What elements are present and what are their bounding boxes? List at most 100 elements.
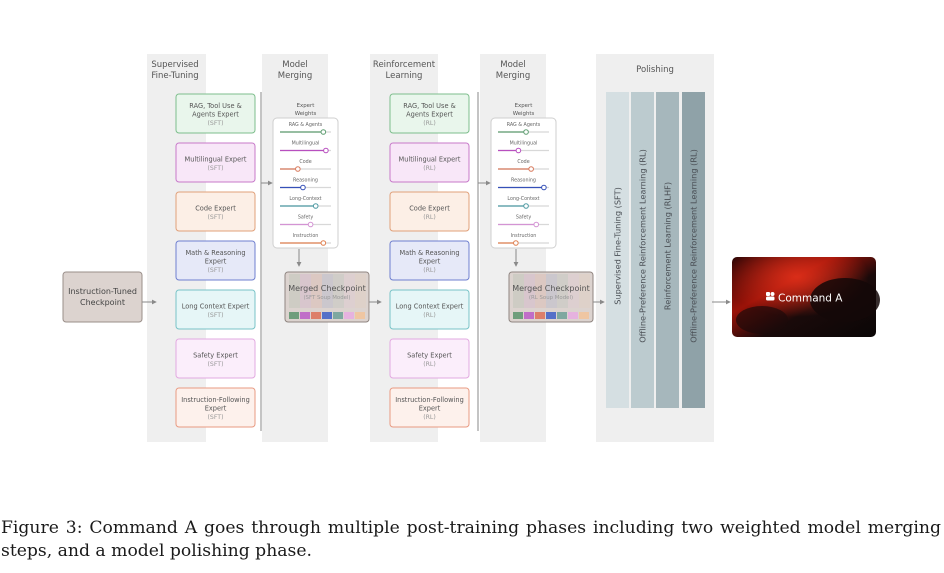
expert-name-line: Multilingual Expert: [185, 155, 247, 163]
merged-swatch: [322, 312, 332, 319]
merged-swatch: [579, 312, 589, 319]
weight-label: Instruction: [293, 233, 319, 239]
weight-label: Long-Context: [507, 196, 539, 202]
expert-tag: (SFT): [208, 120, 224, 127]
merged-checkpoint-sft: Merged Checkpoint (SFT Soup Model): [284, 271, 370, 323]
expert-name-line: Long Context Expert: [396, 302, 464, 310]
expert-name-line: Expert: [419, 258, 441, 266]
expert-tag: (SFT): [208, 267, 224, 274]
instruction-tuned-checkpoint-box: Instruction-Tuned Checkpoint: [62, 271, 143, 323]
weight-slider-knob: [533, 221, 540, 228]
sft-experts-box-0: RAG, Tool Use &Agents Expert(SFT): [175, 93, 256, 134]
stage-label-merge2-1: Model: [500, 60, 526, 70]
polish-step-label: Reinforcement Learning (RLHF): [663, 182, 673, 310]
sft-experts-box-4: Long Context Expert(SFT): [175, 289, 256, 330]
polish-step-label: Supervised Fine-Tuning (SFT): [613, 187, 623, 305]
merged-swatch: [355, 312, 365, 319]
expert-name-line: RAG, Tool Use &: [403, 102, 455, 110]
polish-step-label: Offline-Preference Reinforcement Learnin…: [638, 149, 648, 343]
weight-label: Multilingual: [510, 141, 538, 147]
weight-slider-knob: [523, 129, 529, 135]
command-logo-icon: [766, 292, 775, 301]
merged-swatch: [557, 312, 567, 319]
weight-slider-knob: [307, 221, 314, 228]
expert-name-line: Agents Expert: [192, 111, 239, 119]
expert-name-line: Expert: [419, 405, 441, 413]
expert-tag: (RL): [423, 361, 436, 368]
merged-title: Merged Checkpoint: [288, 284, 366, 293]
stage-label-merge2-2: Merging: [496, 71, 530, 81]
expert-name-line: Instruction-Following: [181, 396, 250, 404]
merged-swatch: [546, 312, 556, 319]
sft-experts-box-2: Code Expert(SFT): [175, 191, 256, 232]
command-a-output-box: Command A: [732, 257, 880, 337]
expert-name-line: Code Expert: [195, 204, 236, 212]
merged-swatch: [513, 312, 523, 319]
weight-slider-knob: [513, 240, 519, 246]
merged-swatch: [524, 312, 534, 319]
rl-experts-box-4: Long Context Expert (RL): [389, 289, 470, 330]
stage-label-rl-2: Learning: [386, 71, 423, 81]
expert-name-line: Safety Expert: [407, 351, 452, 359]
weights-title-2: Weights: [513, 111, 535, 117]
expert-tag: (RL): [423, 312, 436, 319]
merged-subtitle: (RL Soup Model): [529, 295, 573, 301]
weight-label: Multilingual: [292, 141, 320, 147]
stage-label-rl-1: Reinforcement: [373, 60, 436, 70]
expert-tag: (RL): [423, 120, 436, 127]
input-box-label-2: Checkpoint: [80, 298, 125, 307]
weight-slider-knob: [312, 203, 319, 209]
weights-title-1: Expert: [515, 103, 533, 109]
weight-slider-knob: [320, 129, 327, 135]
input-box-label-1: Instruction-Tuned: [68, 287, 137, 296]
stage-label-sft-1: Supervised: [151, 60, 198, 70]
merged-swatch: [311, 312, 321, 319]
expert-name-line: RAG, Tool Use &: [189, 102, 241, 110]
expert-name-line: Agents Expert: [406, 111, 453, 119]
expert-name-line: Math & Reasoning: [185, 249, 245, 257]
expert-tag: (RL): [423, 165, 436, 172]
stage-label-sft-2: Fine-Tuning: [151, 71, 198, 81]
expert-name-line: Expert: [205, 405, 227, 413]
polish-step-bar-0: [606, 92, 629, 408]
expert-tag: (SFT): [208, 165, 224, 172]
polish-step-bar-1: [631, 92, 654, 408]
expert-tag: (SFT): [208, 361, 224, 368]
sft-expert-list: RAG, Tool Use &Agents Expert(SFT)Multili…: [175, 93, 256, 428]
weight-label: RAG & Agents: [289, 122, 323, 128]
weight-slider-knob: [523, 203, 529, 209]
expert-name-line: Safety Expert: [193, 351, 238, 359]
merged-swatch: [333, 312, 343, 319]
weight-label: Reasoning: [511, 178, 536, 184]
expert-tag: (RL): [423, 414, 436, 421]
figure-caption: Figure 3: Command A goes through multipl…: [1, 518, 941, 561]
weight-slider-knob: [320, 240, 327, 246]
merged-checkpoint-rl: Merged Checkpoint(RL Soup Model): [508, 271, 594, 323]
rl-experts-box-0: RAG, Tool Use &Agents Expert(RL): [389, 93, 470, 134]
merged-subtitle: (SFT Soup Model): [303, 295, 350, 301]
expert-name-line: Code Expert: [409, 204, 450, 212]
expert-name-line: Math & Reasoning: [399, 249, 459, 257]
merged-swatch: [535, 312, 545, 319]
stage-label-polishing: Polishing: [636, 65, 674, 75]
weight-slider-knob: [323, 147, 329, 154]
rl-expert-list: RAG, Tool Use &Agents Expert(RL)Multilin…: [389, 93, 470, 428]
stage-label-merge1-2: Merging: [278, 71, 312, 81]
sft-experts-box-5: Safety Expert (SFT): [175, 338, 256, 379]
expert-tag: (RL): [423, 267, 436, 274]
output-label: Command A: [778, 293, 843, 305]
expert-tag: (RL): [423, 214, 436, 221]
weights-title-1: Expert: [297, 103, 315, 109]
weight-label: RAG & Agents: [507, 122, 541, 128]
weight-label: Safety: [516, 215, 532, 221]
weight-label: Code: [299, 159, 311, 165]
weight-label: Code: [517, 159, 529, 165]
polish-step-label: Offline-Preference Reinforcement Learnin…: [689, 149, 699, 343]
weight-slider-knob: [515, 147, 522, 154]
merged-swatch: [344, 312, 354, 319]
rl-experts-box-1: Multilingual Expert(RL): [389, 142, 470, 183]
merged-swatch: [289, 312, 299, 319]
weight-label: Safety: [298, 215, 314, 221]
